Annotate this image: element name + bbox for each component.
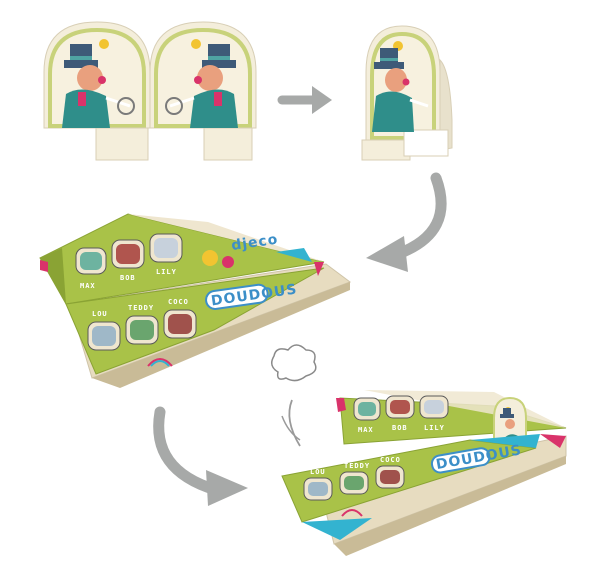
window-coco-front: COCO — [375, 456, 405, 489]
pilot-figure-right — [165, 44, 238, 128]
window-lou-front: LOU — [303, 468, 333, 501]
smoke-puff-icon — [271, 344, 317, 382]
passenger-label-coco: COCO — [168, 298, 189, 306]
window-lou: LOU — [87, 310, 121, 351]
pilot-card-folded — [361, 25, 453, 161]
window-lily-top: LILY — [149, 233, 183, 276]
window-lily-upper — [419, 395, 449, 419]
paper-plane-open: MAX BOB LILY djeco LOU TEDDY — [39, 213, 352, 388]
arrow-curve-down-right-icon — [153, 406, 248, 506]
passenger-label-lily: LILY — [156, 268, 177, 276]
sun-icon — [99, 39, 109, 49]
sun-icon — [191, 39, 201, 49]
pilot-card-unfolded — [43, 21, 257, 161]
passenger-label-lou-front: LOU — [310, 468, 326, 476]
window-bob-top: BOB — [111, 239, 145, 282]
passenger-label-teddy-front: TEDDY — [344, 462, 370, 470]
passenger-label-max: MAX — [80, 282, 96, 290]
passenger-label-lily-upper: LILY — [424, 424, 445, 432]
window-teddy-front: TEDDY — [339, 462, 370, 495]
passenger-label-coco-front: COCO — [380, 456, 401, 464]
passenger-label-max-upper: MAX — [358, 426, 374, 434]
arrow-right-icon — [277, 86, 332, 114]
djeco-logo: djeco — [202, 232, 279, 268]
pilot-figure-left — [62, 44, 135, 128]
window-coco: COCO — [163, 298, 197, 339]
window-max-top: MAX — [75, 247, 107, 290]
window-max-upper — [353, 397, 381, 421]
motion-lines-icon — [281, 399, 301, 447]
pilot-card-right-half — [149, 21, 257, 161]
passenger-label-teddy: TEDDY — [128, 304, 154, 312]
mirrored-brand-text: djeco — [230, 232, 279, 254]
window-bob-upper — [385, 395, 415, 419]
arrow-curve-down-left-icon — [366, 172, 447, 272]
passenger-label-lou: LOU — [92, 310, 108, 318]
window-teddy: TEDDY — [125, 304, 159, 345]
paper-plane-assembled: MAX BOB LILY LOU TEDDY — [281, 390, 567, 556]
pilot-card-left-half — [43, 21, 151, 161]
passenger-label-bob: BOB — [120, 274, 136, 282]
pilot-figure-folded — [372, 48, 429, 132]
passenger-label-bob-upper: BOB — [392, 424, 408, 432]
